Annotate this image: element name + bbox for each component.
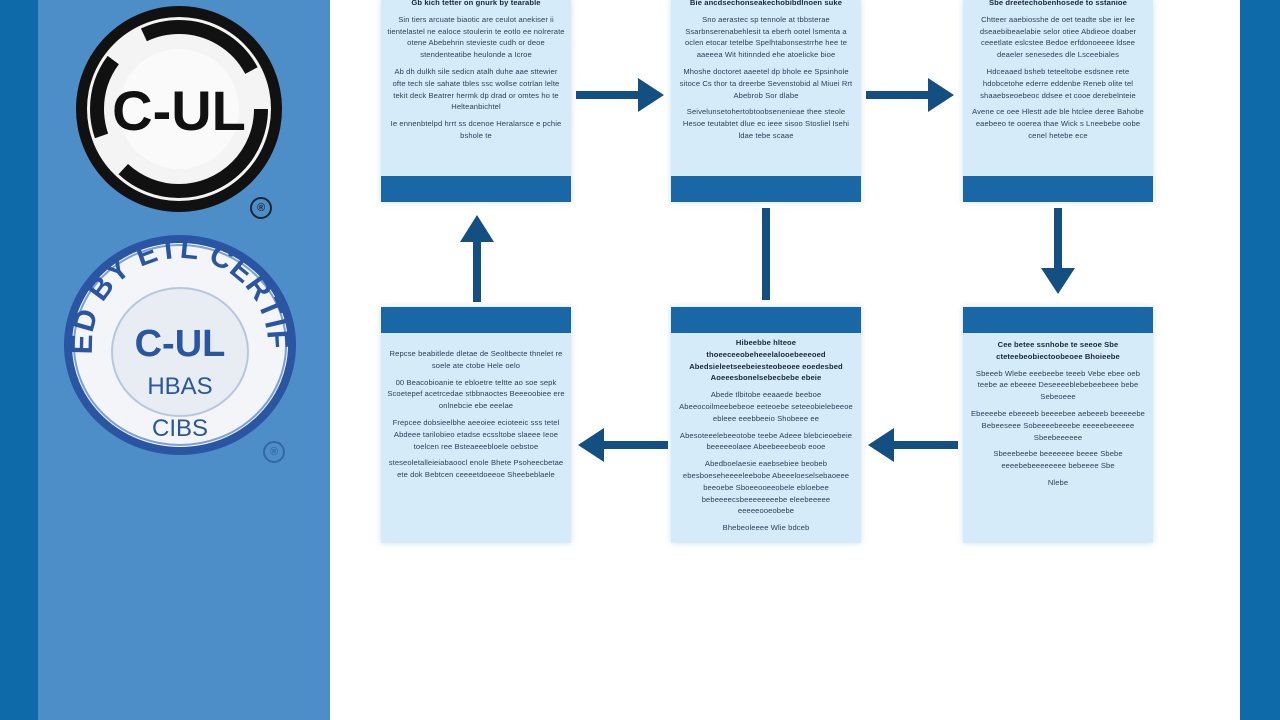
step-text: Hdceaaed bsheb teteeltobe esdsnee rete h… [980,66,1136,100]
step-heading: Sbe dreetechobenhosede to sstanioe [988,0,1127,7]
seal-main-text: C-UL [135,323,226,365]
step-card-bar [671,176,861,202]
step-card-bar [963,307,1153,333]
step-card-body: Bie ancdsechonseakechobibdlnoen suke Sno… [677,0,855,147]
step-text: Sno aerastec sp tennole at tbbsterae Ssa… [684,14,848,60]
step-card-body: Hibeebbe hlteoe thoeeceeobeheeelalooebee… [677,337,855,539]
step-text: Seivelunsetohertobtoobsenenieae thee ste… [682,107,850,140]
step-card-body: Sbe dreetechobenhosede to sstanioe Chtte… [969,0,1147,147]
arrow-right-icon [574,76,666,114]
arrow-up-icon [458,212,496,304]
step-card-bar [963,176,1153,202]
left-edge-bar [0,0,38,720]
cul-mark-text: C-UL [112,79,246,142]
step-text: Repcse beabitlede dletae de Seoltbecte t… [389,349,563,370]
step-text: Sbeeeb Wlebe eeebeebe teeeb Vebe ebee oe… [975,368,1141,402]
step-text: steseoletalleieiabaoocl enole Bhete Psoh… [388,458,564,480]
step-text: Abesoteeelebeeotobe teebe Adeee blebcieo… [679,430,853,452]
step-card-top-right: Sbe dreetechobenhosede to sstanioe Chtte… [963,0,1153,202]
step-text: Avene ce oee Hlestt ade ble htclee deree… [972,107,1144,140]
step-card-bar [381,176,571,202]
step-text: Sbeeebeebe beeeeeee beeee Sbebe eeeebebe… [993,449,1123,471]
step-card-body: Gb kich tetter on gnurk by tearable Sin … [387,0,565,147]
step-text: Nlebe [1047,477,1069,487]
seal-line-3: CIBS [152,415,208,442]
registered-mark: ® [250,197,272,219]
step-text: Ie ennenbtelpd hrrt ss dcenoe Heralarsce… [390,119,562,140]
seal-line-2: HBAS [147,373,212,400]
step-text: Chtteer aaebiosshe de oet teadte sbe ier… [979,14,1137,60]
cul-mark-logo: C-UL [74,4,284,214]
step-card-top-middle: Bie ancdsechonseakechobibdlnoen suke Sno… [671,0,861,202]
seal-registered-mark: ® [263,441,285,463]
step-card-bar [671,307,861,333]
certification-seal: CERTIFIED BY ETL CERTIFICATION C-UL HBAS… [62,234,298,456]
step-card-top-left: Gb kich tetter on gnurk by tearable Sin … [381,0,571,202]
step-card-body: Repcse beabitlede dletae de Seoltbecte t… [387,343,565,486]
step-text: Ab dh dulkh sile sedicn atalh duhe aae s… [392,66,560,112]
arrow-left-icon [866,426,960,464]
step-text: 00 Beacobioanie te ebloetre teltte ao so… [387,377,565,411]
step-text: Mhoshe doctoret aaeetel dp bhole ee Spsi… [679,66,853,100]
step-text: Sin tiers arcuate biaotic are ceulot ane… [387,14,565,60]
step-card-bottom-left: Repcse beabitlede dletae de Seoltbecte t… [381,307,571,543]
arrow-left-icon [576,426,670,464]
step-heading: Hibeebbe hlteoe thoeeceeobeheeelalooebee… [689,338,843,383]
step-card-bar [381,307,571,333]
step-text: Ebeeeebe ebeeeeb beeeebee aebeeeb beeeee… [971,408,1145,442]
step-text: Frepcee dobsieelbhe aeeoiee ecioteeic ss… [392,417,560,451]
arrow-right-icon [864,76,956,114]
step-text: Abedboelaesie eaebsebiee beobeb ebesboes… [682,459,850,516]
step-card-bottom-right: Cee betee ssnhobe te seeoe Sbe cteteebeo… [963,307,1153,543]
step-text: Bhebeoleeee Wlie bdceb [722,523,810,533]
step-heading: Cee betee ssnhobe te seeoe Sbe cteteebeo… [996,340,1120,361]
step-heading: Gb kich tetter on gnurk by tearable [411,0,541,7]
step-card-body: Cee betee ssnhobe te seeoe Sbe cteteebeo… [969,339,1147,494]
right-edge-bar [1240,0,1280,720]
step-text: Abede tlbitobe eeaaede beeboe Abeeocoilm… [679,390,853,423]
connector-line [761,206,771,302]
step-card-bottom-middle: Hibeebbe hlteoe thoeeceeobeheeelalooebee… [671,307,861,543]
step-heading: Bie ancdsechonseakechobibdlnoen suke [689,0,843,7]
arrow-down-icon [1039,206,1077,296]
